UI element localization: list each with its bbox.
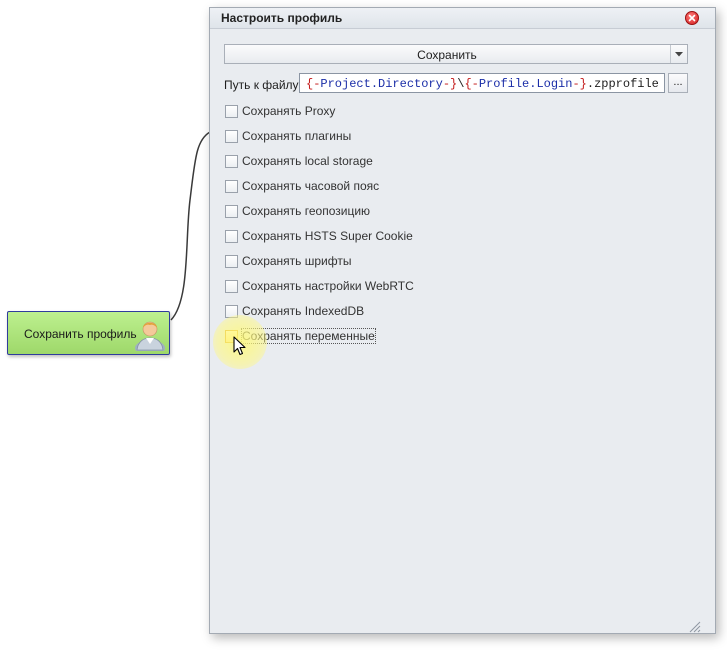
option-label[interactable]: Сохранять IndexedDB (242, 304, 365, 318)
node-label: Сохранить профиль (24, 327, 137, 341)
panel-title: Настроить профиль (221, 11, 343, 25)
path-token: {- (464, 77, 479, 91)
mouse-cursor-icon (233, 336, 246, 356)
path-token: Project.Directory (320, 77, 443, 91)
option-checkbox[interactable] (225, 130, 238, 143)
option-checkbox[interactable] (225, 255, 238, 268)
path-token: -} (572, 77, 587, 91)
file-path-label: Путь к файлу (224, 78, 299, 92)
option-label[interactable]: Сохранять Proxy (242, 104, 336, 118)
option-label[interactable]: Сохранять плагины (242, 129, 352, 143)
path-token: -} (442, 77, 458, 91)
path-token: .zpprofile (586, 77, 659, 91)
option-label[interactable]: Сохранять HSTS Super Cookie (242, 229, 413, 243)
dropdown-arrow-button[interactable] (670, 45, 687, 63)
save-profile-node[interactable]: Сохранить профиль (7, 311, 170, 355)
option-row[interactable]: Сохранять Proxy (225, 104, 525, 120)
save-mode-dropdown[interactable]: Сохранить (224, 44, 688, 64)
option-row[interactable]: Сохранять плагины (225, 129, 525, 145)
option-label[interactable]: Сохранять local storage (242, 154, 373, 168)
option-checkbox[interactable] (225, 205, 238, 218)
chevron-down-icon (675, 52, 683, 57)
close-icon[interactable] (685, 11, 699, 25)
path-token: {- (306, 77, 321, 91)
option-label[interactable]: Сохранять переменные (241, 328, 376, 344)
file-path-input[interactable]: {-Project.Directory-}\{-Profile.Login-}.… (299, 73, 665, 93)
save-mode-value: Сохранить (417, 48, 477, 62)
option-row[interactable]: Сохранять настройки WebRTC (225, 279, 525, 295)
option-label[interactable]: Сохранять геопозицию (242, 204, 371, 218)
option-checkbox[interactable] (225, 155, 238, 168)
option-label[interactable]: Сохранять часовой пояс (242, 179, 380, 193)
option-row[interactable]: Сохранять HSTS Super Cookie (225, 229, 525, 245)
option-checkbox[interactable] (225, 230, 238, 243)
option-row[interactable]: Сохранять local storage (225, 154, 525, 170)
option-row[interactable]: Сохранять часовой пояс (225, 179, 525, 195)
option-row[interactable]: Сохранять переменные (225, 328, 525, 345)
configure-profile-panel: Настроить профиль Сохранить Путь к файлу… (209, 7, 716, 634)
option-checkbox[interactable] (225, 105, 238, 118)
path-token: \ (457, 77, 465, 91)
option-checkbox[interactable] (225, 280, 238, 293)
user-avatar-icon (135, 321, 165, 351)
browse-button[interactable]: ... (668, 73, 688, 93)
option-label[interactable]: Сохранять шрифты (242, 254, 352, 268)
option-row[interactable]: Сохранять IndexedDB (225, 304, 525, 320)
panel-titlebar: Настроить профиль (210, 8, 715, 29)
option-checkbox[interactable] (225, 305, 238, 318)
option-label[interactable]: Сохранять настройки WebRTC (242, 279, 414, 293)
path-token: Profile.Login (478, 77, 573, 91)
option-checkbox[interactable] (225, 180, 238, 193)
option-row[interactable]: Сохранять шрифты (225, 254, 525, 270)
option-row[interactable]: Сохранять геопозицию (225, 204, 525, 220)
resize-grip-icon[interactable] (687, 619, 701, 633)
